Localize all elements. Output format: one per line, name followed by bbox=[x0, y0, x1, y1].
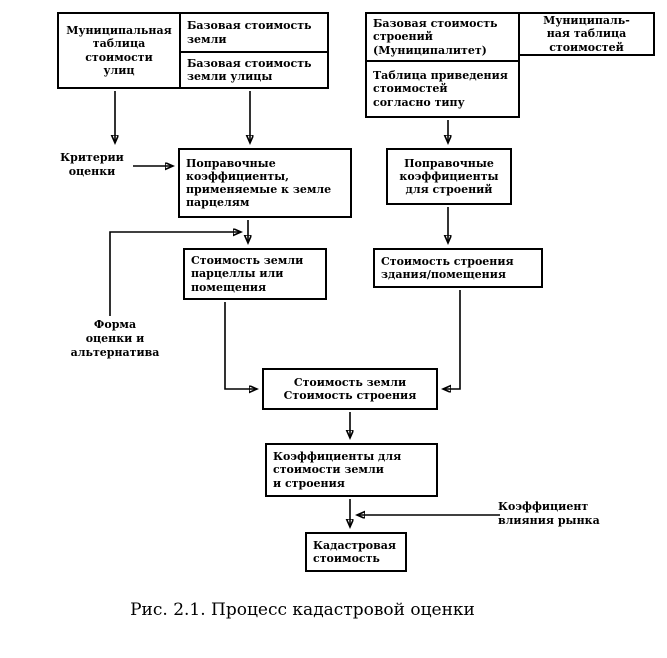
node-land-parcel-value: Стоимость земли парцеллы или помещения bbox=[183, 248, 327, 300]
node-base-street-land-value: Базовая стоимость земли улицы bbox=[179, 51, 329, 89]
label-market-influence-coefficient: Коэффициент влияния рынка bbox=[498, 500, 600, 527]
node-municipal-street-table: Муниципальная таблица стоимости улиц bbox=[57, 12, 181, 89]
label-evaluation-form: Форма оценки и альтернатива bbox=[70, 318, 160, 359]
figure-caption: Рис. 2.1. Процесс кадастровой оценки bbox=[130, 600, 475, 620]
node-building-value: Стоимость строения здания/помещения bbox=[373, 248, 543, 288]
node-cadastral-value: Кадастровая стоимость bbox=[305, 532, 407, 572]
node-building-correction-coefficients: Поправочные коэффициенты для строений bbox=[386, 148, 512, 205]
node-land-correction-coefficients: Поправочные коэффициенты, применяемые к … bbox=[178, 148, 352, 218]
label-evaluation-criteria: Критерии оценки bbox=[60, 151, 124, 178]
node-municipal-value-table: Муниципаль- ная таблица стоимостей bbox=[518, 12, 655, 56]
arrow-building-value-to-combined-value bbox=[443, 290, 461, 389]
arrow-land-parcel-value-to-combined-value bbox=[224, 302, 257, 389]
node-base-building-value: Базовая стоимость строений (Муниципалите… bbox=[365, 12, 520, 62]
node-value-coefficients: Коэффициенты для стоимости земли и строе… bbox=[265, 443, 438, 497]
node-base-land-value: Базовая стоимость земли bbox=[179, 12, 329, 53]
node-type-reduction-table: Таблица приведения стоимостей согласно т… bbox=[365, 60, 520, 118]
node-land-and-building-value: Стоимость земли Стоимость строения bbox=[262, 368, 438, 410]
